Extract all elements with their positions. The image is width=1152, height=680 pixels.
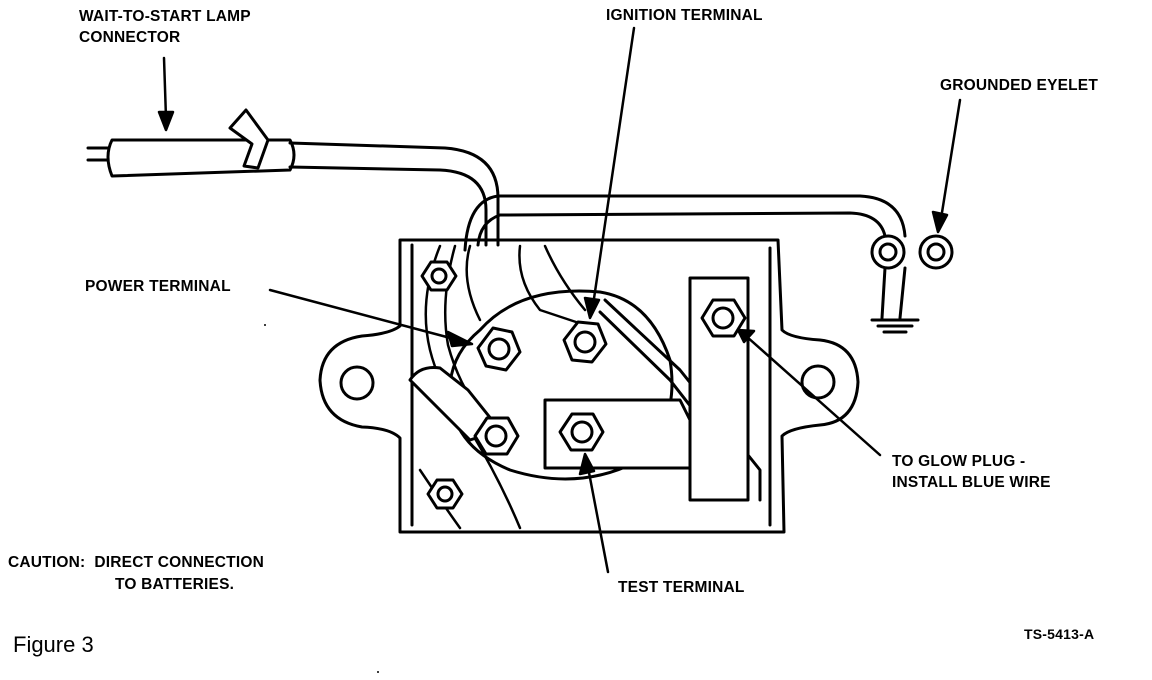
power-terminal-nut	[476, 326, 522, 372]
test-terminal-label: TEST TERMINAL	[618, 579, 745, 596]
glow-plug-label-line2: INSTALL BLUE WIRE	[892, 474, 1051, 491]
wait-to-start-lamp-connector	[86, 108, 296, 178]
ignition-terminal-nut	[562, 320, 608, 364]
glow-terminal-nut	[700, 298, 747, 338]
wait-lamp-label-line1: WAIT-TO-START LAMP	[79, 8, 251, 25]
mounting-bolt-top	[420, 260, 458, 292]
ground-wire	[463, 194, 907, 252]
caution-line1: CAUTION: DIRECT CONNECTION	[8, 554, 264, 571]
wait-lamp-label-line2: CONNECTOR	[79, 29, 181, 46]
grounded-eyelet	[870, 234, 954, 334]
ignition-terminal-label: IGNITION TERMINAL	[606, 7, 763, 24]
glow-plug-label-line1: TO GLOW PLUG -	[892, 453, 1026, 470]
figure-code: TS-5413-A	[1024, 626, 1095, 642]
relay-housing	[318, 238, 860, 534]
scan-speck	[377, 671, 379, 673]
lower-terminal-nut	[473, 416, 520, 456]
test-terminal-nut	[558, 412, 605, 452]
power-terminal-label: POWER TERMINAL	[85, 278, 231, 295]
caution-line2: TO BATTERIES.	[115, 576, 235, 593]
leader-arrows	[157, 26, 962, 574]
mounting-bolt-bottom	[426, 478, 464, 510]
scan-speck	[264, 324, 266, 326]
figure-caption: Figure 3	[13, 632, 94, 657]
grounded-eyelet-label: GROUNDED EYELET	[940, 77, 1099, 94]
